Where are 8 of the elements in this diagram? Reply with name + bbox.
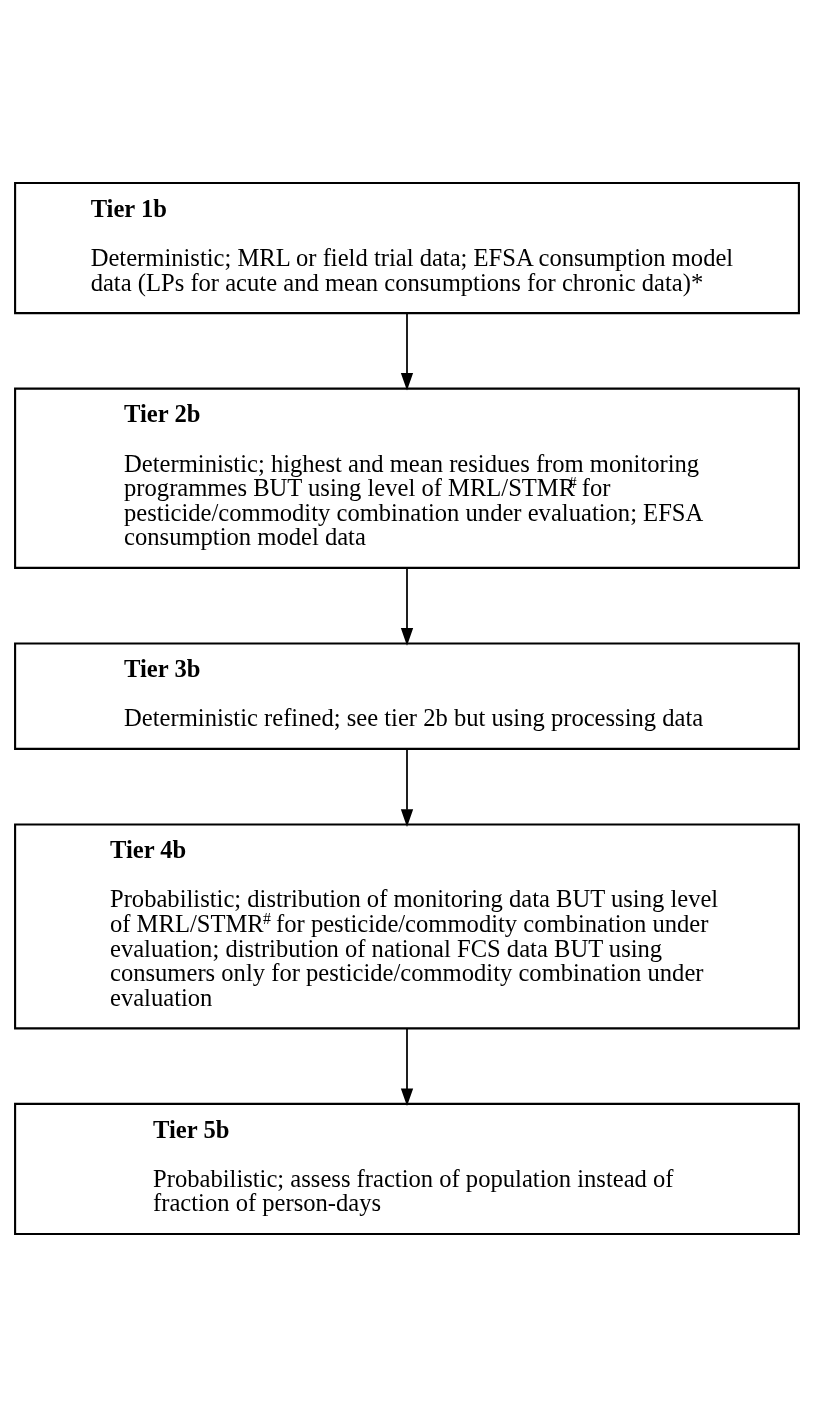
node-box: Tier 4b Probabilistic; distribution of monitoring data BUT using level of MRL/STMR$^{#}$ for pesticide/commodity combination under evaluation; distribution of national FCS data BUT using consumers only for pesticide/commodity combination under evaluation: [14, 823, 800, 1030]
arrow: [400, 1027, 414, 1107]
arrow: [400, 312, 414, 391]
node-box: Tier 3b Deterministic refined; see tier 2b but using processing data: [14, 642, 800, 750]
node-box: Tier 1b Deterministic; MRL or field trial data; EFSA consumption model data (LPs for acute and mean consumptions for chronic data)*: [14, 181, 800, 315]
arrow: [400, 748, 414, 827]
node-box: Tier 5b Probabilistic; assess fraction of population instead of fraction of person-days: [14, 1102, 800, 1236]
arrow: [400, 567, 414, 646]
